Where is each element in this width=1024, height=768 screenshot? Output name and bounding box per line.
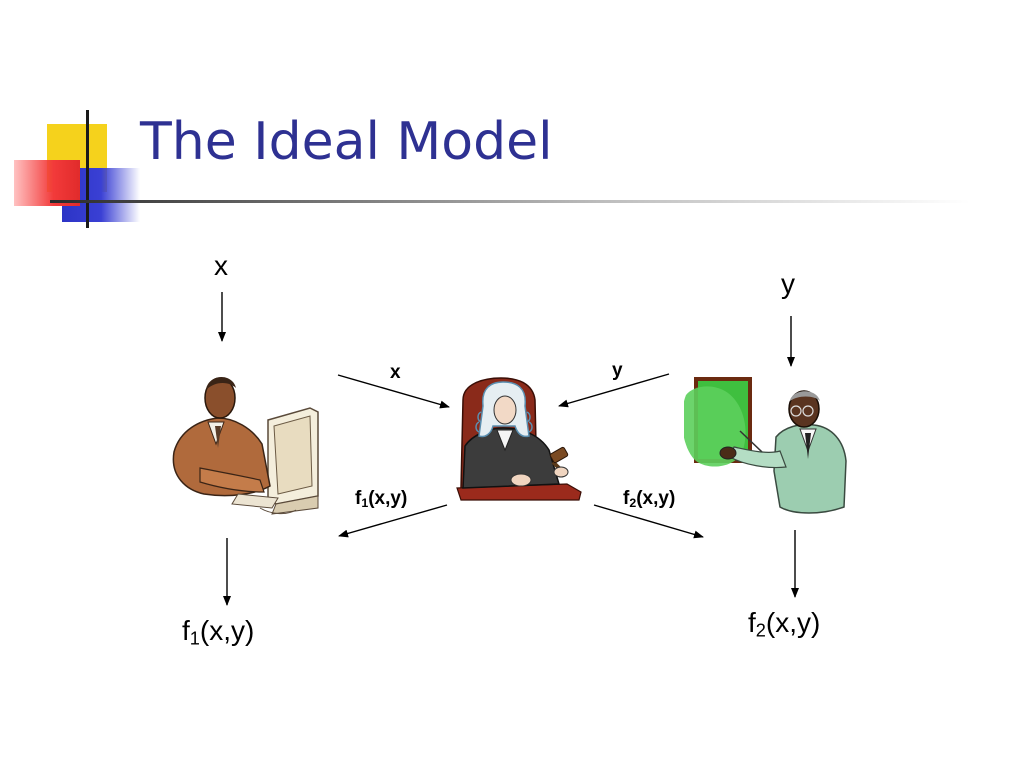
judge-input-y-label: y [612, 360, 623, 381]
arrow-left-party-to-judge [337, 374, 450, 409]
arrow-judge-to-left-party [338, 504, 448, 538]
left-input-label: x [214, 250, 228, 281]
right-output-label: f2(x,y) [748, 607, 821, 641]
judge-output-f1-label: f1(x,y) [355, 488, 408, 511]
right-input-label: y [781, 268, 795, 299]
title-underline [50, 200, 970, 203]
man-at-computer-icon [172, 376, 319, 515]
presenter-with-board-icon [684, 377, 847, 514]
title-deco-vertical-line [86, 110, 89, 228]
arrow-right-party-to-judge [558, 373, 670, 408]
left-output-label: f1(x,y) [182, 615, 255, 649]
judge-output-f2-label: f2(x,y) [623, 488, 676, 511]
judge-with-gavel-icon [456, 377, 582, 501]
slide-title: The Ideal Model [140, 112, 553, 172]
arrow-judge-to-right-party [593, 504, 704, 539]
judge-input-x-label: x [390, 362, 401, 383]
title-deco-red-square [14, 160, 80, 206]
